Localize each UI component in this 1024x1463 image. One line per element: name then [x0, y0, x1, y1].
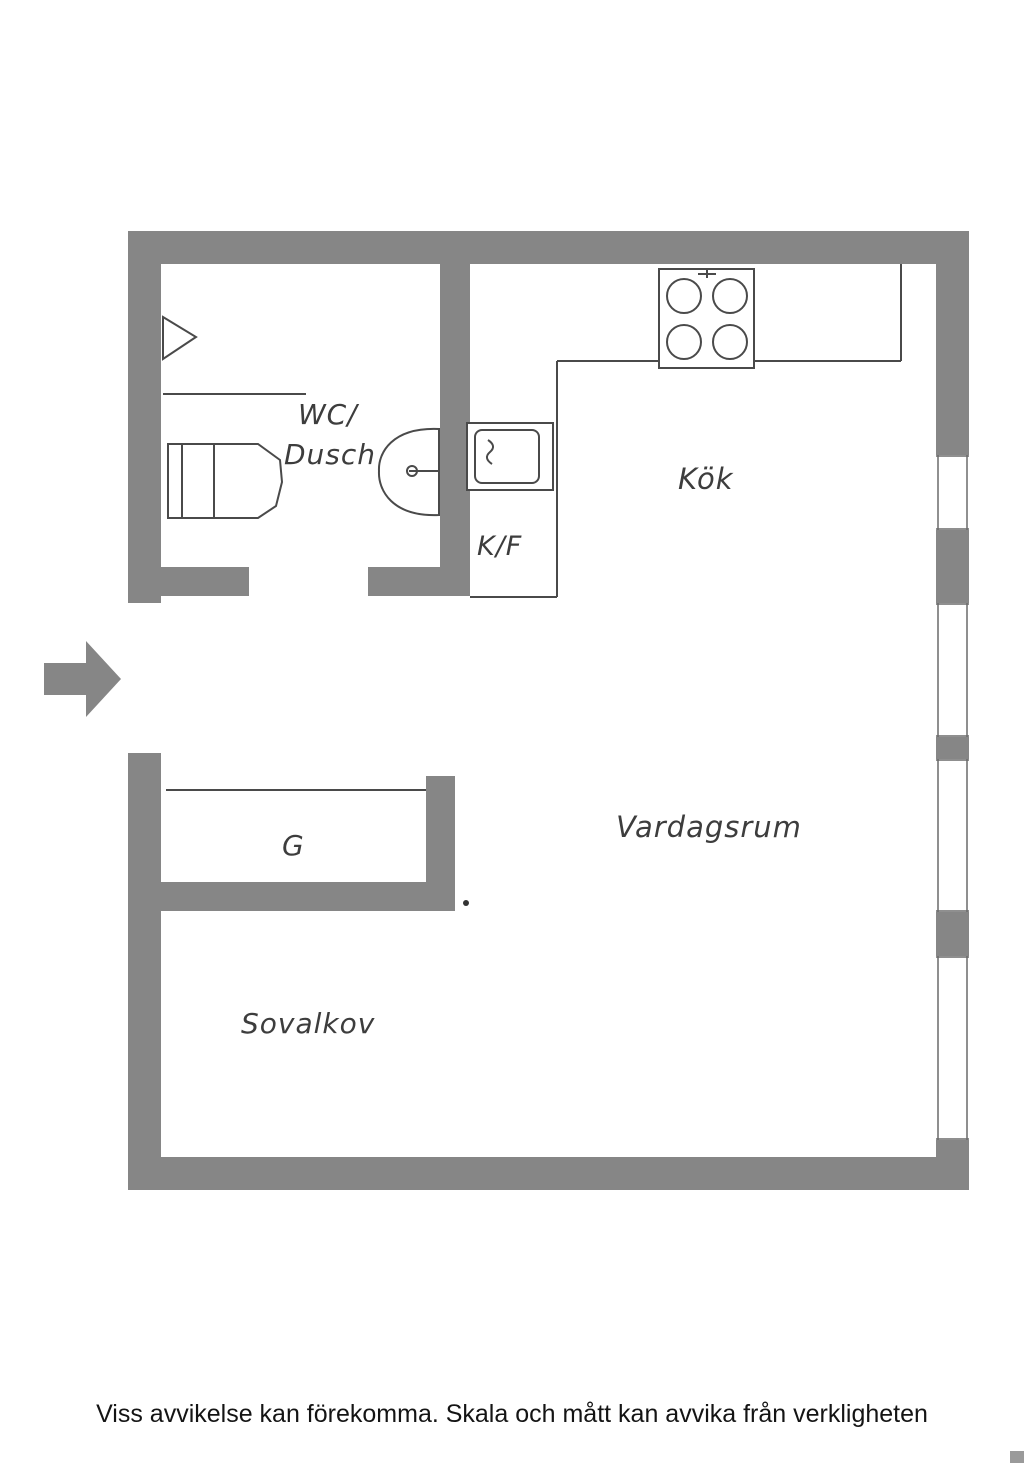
window-icon-4 — [936, 956, 969, 1140]
wall-left-upper — [128, 231, 161, 603]
sleeping-alcove-label: Sovalkov — [241, 1007, 376, 1040]
entrance-arrow-icon — [44, 641, 121, 717]
bathroom-label-line2: Dusch — [284, 438, 377, 471]
wall-bathroom-south-right — [368, 567, 470, 596]
living-room-label: Vardagsrum — [616, 810, 802, 844]
wall-right-segment-3 — [936, 737, 969, 759]
window-icon-1 — [936, 455, 969, 530]
wall-bathroom-east — [440, 264, 470, 596]
wall-left-lower — [128, 753, 161, 1190]
washbasin-icon — [377, 427, 440, 517]
wardrobe-label: G — [282, 829, 305, 862]
wall-right-segment-5 — [936, 1140, 969, 1190]
door-swing-icon — [162, 315, 198, 361]
stove-icon — [658, 268, 755, 369]
bathroom-label-line1: WC/ — [298, 398, 358, 431]
disclaimer-text: Viss avvikelse kan förekomma. Skala och … — [96, 1400, 928, 1428]
wall-top — [128, 231, 969, 264]
corner-mark — [1010, 1451, 1024, 1463]
dot-mark — [463, 900, 469, 906]
toilet-icon — [167, 443, 284, 519]
fridge-freezer-label: K/F — [477, 531, 523, 562]
kitchen-sink-icon — [466, 422, 554, 491]
kitchen-label: Kök — [678, 462, 734, 496]
window-icon-2 — [936, 603, 969, 737]
wall-right-segment-2 — [936, 530, 969, 603]
wall-right-segment-1 — [936, 231, 969, 455]
wall-bathroom-south-left — [161, 567, 249, 596]
window-icon-3 — [936, 759, 969, 912]
wall-right-segment-4 — [936, 912, 969, 956]
wall-bottom — [128, 1157, 969, 1190]
wall-closet-south — [161, 882, 455, 911]
